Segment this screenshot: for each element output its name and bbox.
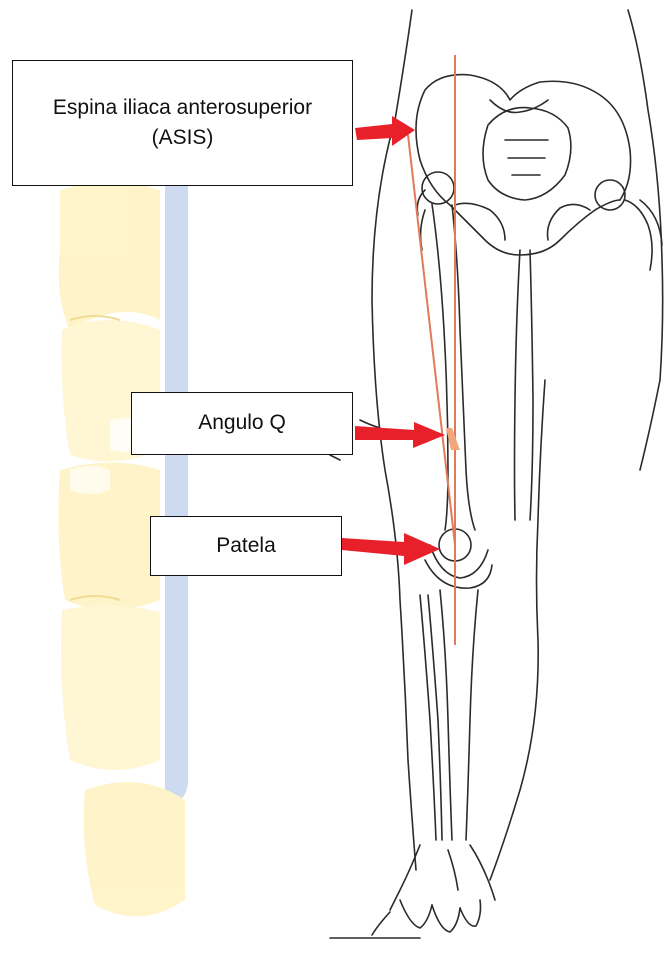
- arrows: [342, 116, 445, 565]
- asis-label-box: Espina iliaca anterosuperior (ASIS): [12, 60, 353, 186]
- q-angle-label-box: Angulo Q: [131, 392, 353, 455]
- patella-label: Patela: [216, 531, 276, 561]
- asis-to-patella-line: [408, 135, 455, 545]
- arrow-to-q-angle: [355, 422, 445, 448]
- skeleton-outline: [330, 10, 663, 938]
- q-angle-label: Angulo Q: [198, 408, 286, 438]
- arrow-to-asis: [355, 116, 415, 146]
- patella-label-box: Patela: [150, 516, 342, 576]
- asis-label: Espina iliaca anterosuperior (ASIS): [21, 93, 344, 154]
